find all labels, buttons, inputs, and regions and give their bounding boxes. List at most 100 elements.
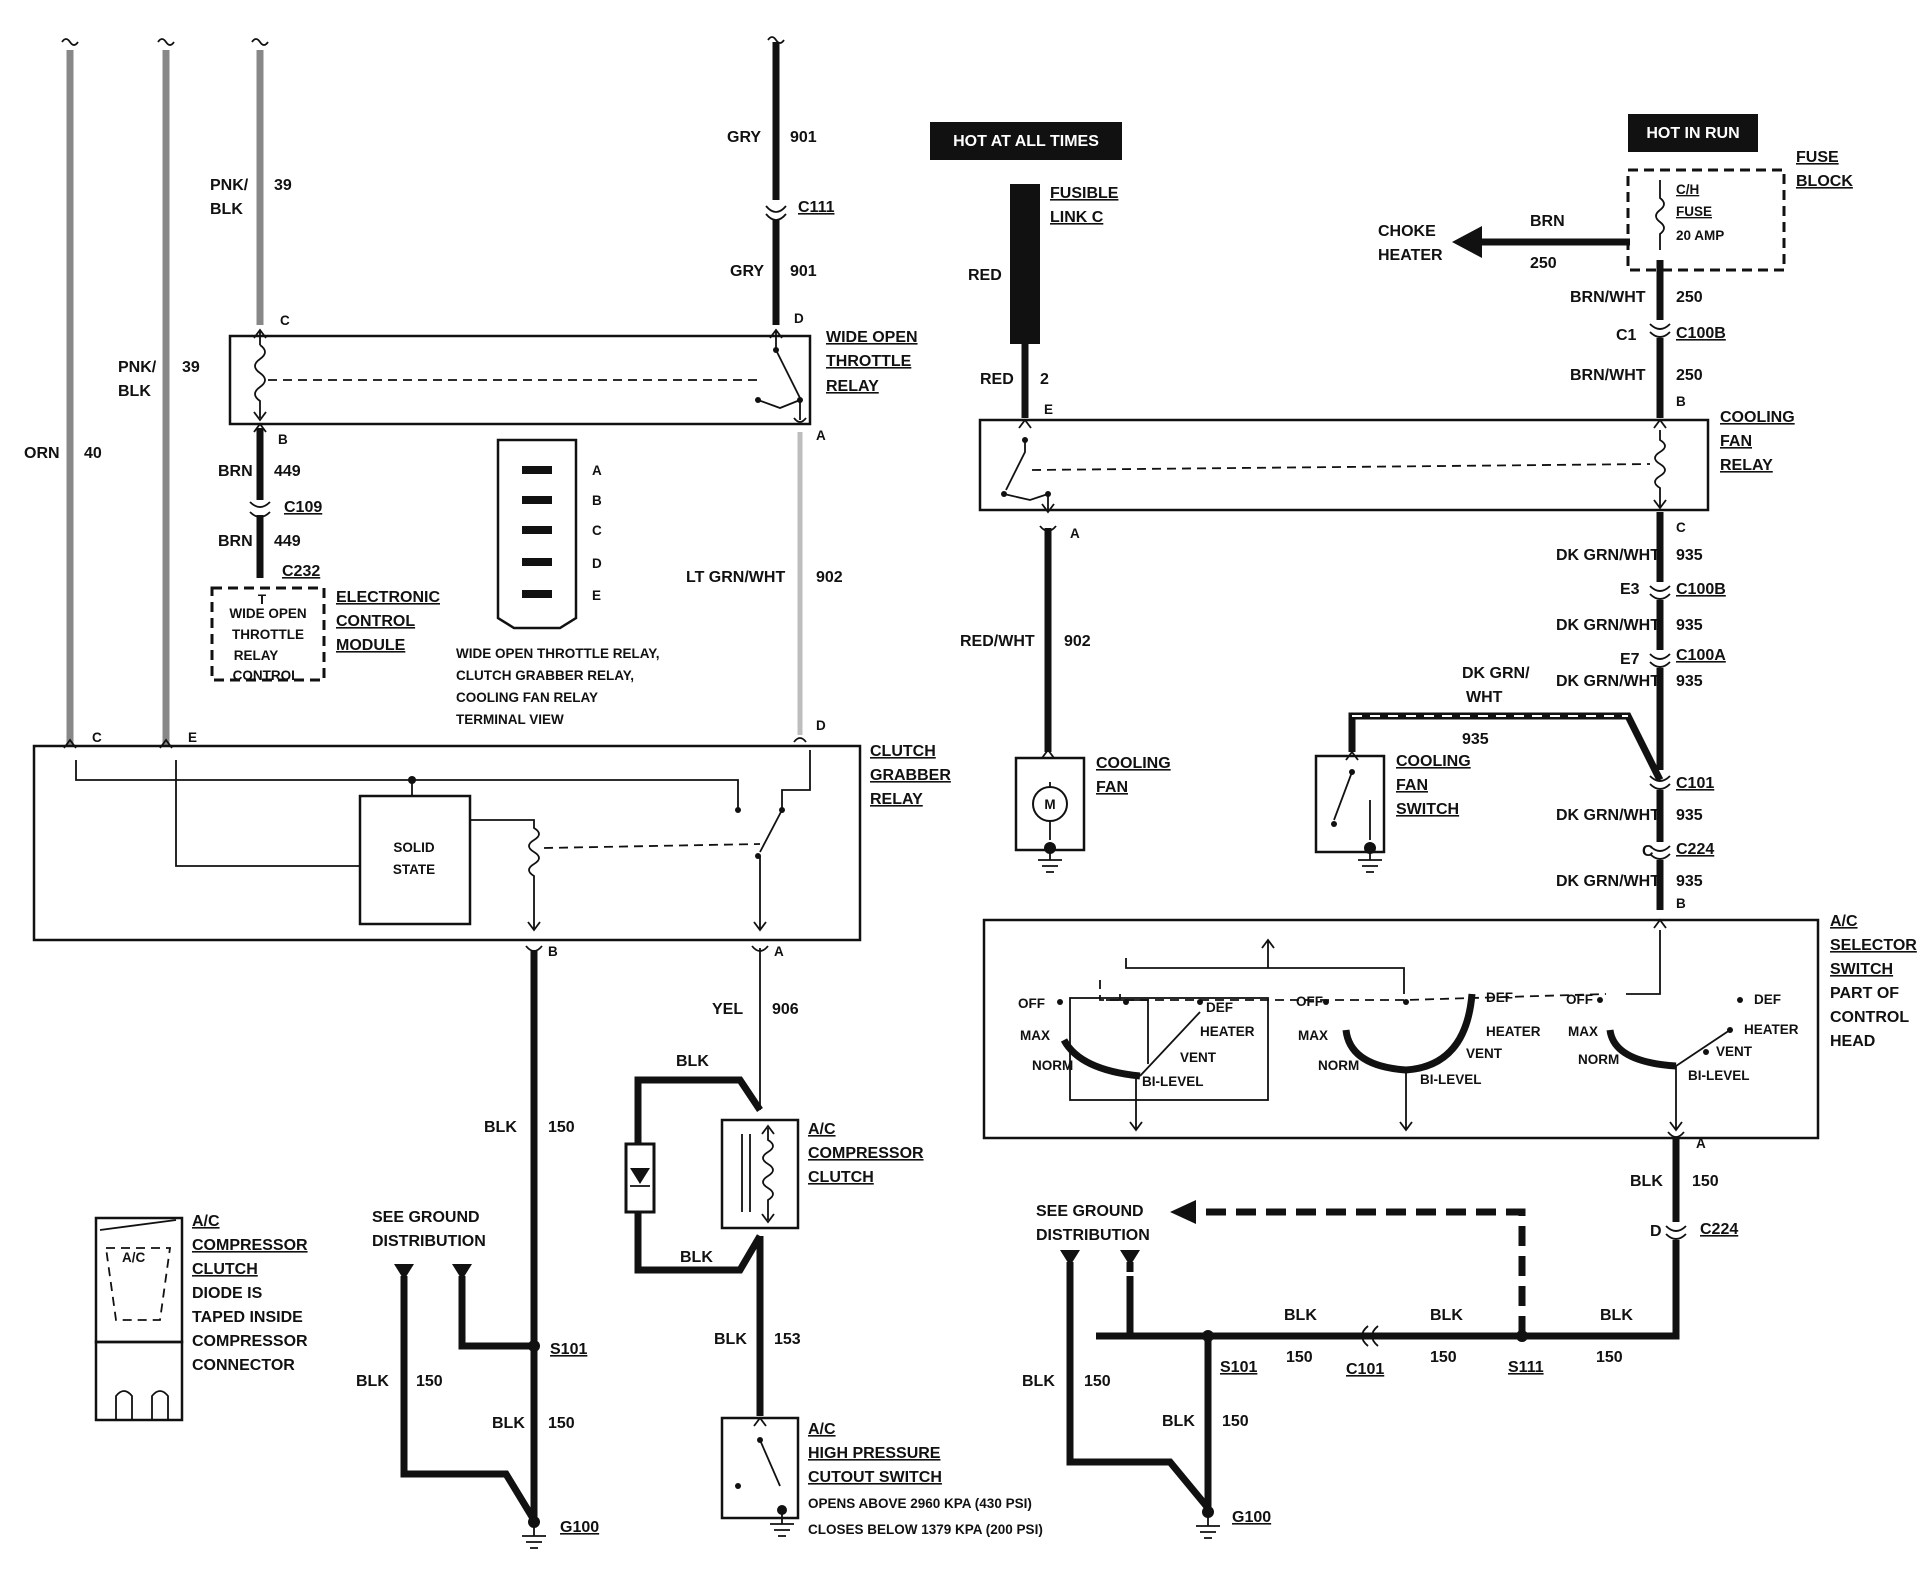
svg-text:BLK: BLK — [492, 1415, 525, 1432]
svg-text:20 AMP: 20 AMP — [1676, 228, 1724, 243]
svg-text:DK GRN/WHT: DK GRN/WHT — [1556, 673, 1660, 690]
svg-text:901: 901 — [790, 263, 817, 280]
svg-text:T: T — [258, 592, 267, 607]
svg-text:OFF: OFF — [1018, 996, 1045, 1011]
svg-text:COMPRESSOR: COMPRESSOR — [192, 1333, 308, 1350]
svg-text:PNK/: PNK/ — [210, 177, 249, 194]
svg-text:C101: C101 — [1346, 1361, 1384, 1378]
svg-text:DEF: DEF — [1486, 990, 1513, 1005]
svg-text:BLK: BLK — [714, 1331, 747, 1348]
svg-text:LINK C: LINK C — [1050, 209, 1104, 226]
svg-text:C224: C224 — [1676, 841, 1714, 858]
svg-text:NORM: NORM — [1578, 1052, 1619, 1067]
svg-text:OPENS ABOVE 2960 KPA (430 PSI): OPENS ABOVE 2960 KPA (430 PSI) — [808, 1496, 1032, 1511]
svg-text:906: 906 — [772, 1001, 799, 1018]
red-wht-wire: A RED/WHT 902 — [960, 525, 1091, 752]
svg-text:FAN: FAN — [1396, 777, 1428, 794]
svg-text:SEE GROUND: SEE GROUND — [1036, 1203, 1144, 1220]
svg-text:BI-LEVEL: BI-LEVEL — [1142, 1074, 1204, 1089]
choke-heater-branch: CHOKE HEATER BRN 250 — [1378, 213, 1630, 272]
svg-text:PART OF: PART OF — [1830, 985, 1899, 1002]
svg-text:150: 150 — [548, 1415, 575, 1432]
solid-state-module — [358, 794, 472, 926]
svg-text:CLOSES BELOW 1379 KPA (200 PSI: CLOSES BELOW 1379 KPA (200 PSI) — [808, 1522, 1043, 1537]
svg-text:HEATER: HEATER — [1378, 247, 1443, 264]
svg-text:2: 2 — [1040, 371, 1049, 388]
svg-text:RELAY: RELAY — [1720, 457, 1773, 474]
svg-text:C: C — [592, 523, 602, 538]
svg-text:B: B — [1676, 394, 1686, 409]
wot-relay: WIDE OPEN THROTTLE RELAY A — [228, 328, 918, 443]
svg-text:BLK: BLK — [1430, 1307, 1463, 1324]
svg-text:39: 39 — [182, 359, 200, 376]
svg-text:BLK: BLK — [484, 1119, 517, 1136]
svg-text:250: 250 — [1676, 289, 1703, 306]
svg-text:DISTRIBUTION: DISTRIBUTION — [372, 1233, 486, 1250]
svg-text:40: 40 — [84, 445, 102, 462]
svg-text:C109: C109 — [284, 499, 322, 516]
svg-text:C101: C101 — [1676, 775, 1714, 792]
svg-text:SWITCH: SWITCH — [1396, 801, 1459, 818]
svg-text:FUSE: FUSE — [1796, 149, 1839, 166]
svg-text:COOLING: COOLING — [1096, 755, 1171, 772]
svg-text:ELECTRONIC: ELECTRONIC — [336, 589, 440, 606]
svg-text:449: 449 — [274, 533, 301, 550]
svg-text:C: C — [1676, 520, 1686, 535]
svg-text:WIDE OPEN: WIDE OPEN — [229, 606, 306, 621]
svg-text:COOLING: COOLING — [1720, 409, 1795, 426]
svg-text:SEE GROUND: SEE GROUND — [372, 1209, 480, 1226]
svg-text:A/C: A/C — [808, 1421, 836, 1438]
fusible-link: FUSIBLE LINK C RED RED 2 E — [968, 184, 1119, 418]
svg-text:DIODE IS: DIODE IS — [192, 1285, 263, 1302]
svg-text:935: 935 — [1676, 673, 1703, 690]
svg-text:150: 150 — [1692, 1173, 1719, 1190]
svg-text:SOLID: SOLID — [393, 840, 435, 855]
svg-text:ORN: ORN — [24, 445, 60, 462]
svg-text:CONNECTOR: CONNECTOR — [192, 1357, 295, 1374]
svg-text:RED/WHT: RED/WHT — [960, 633, 1035, 650]
svg-text:39: 39 — [274, 177, 292, 194]
yel-906-wire: A YEL 906 BLK BLK — [624, 944, 799, 1274]
svg-text:A: A — [774, 944, 784, 959]
svg-text:935: 935 — [1676, 807, 1703, 824]
svg-text:BLK: BLK — [356, 1373, 389, 1390]
svg-text:CONTROL: CONTROL — [1830, 1009, 1909, 1026]
svg-text:S101: S101 — [550, 1341, 587, 1358]
svg-text:FAN: FAN — [1096, 779, 1128, 796]
terminal-view: A B C D E WIDE OPEN THROTTLE RELAY, CLUT… — [456, 438, 660, 727]
lt-grn-wht-wire: LT GRN/WHT 902 D — [686, 432, 843, 735]
svg-text:150: 150 — [1222, 1413, 1249, 1430]
svg-text:CLUTCH: CLUTCH — [808, 1169, 874, 1186]
svg-text:FUSE: FUSE — [1676, 204, 1712, 219]
svg-text:C100B: C100B — [1676, 325, 1726, 342]
svg-text:HEAD: HEAD — [1830, 1033, 1875, 1050]
svg-text:TERMINAL VIEW: TERMINAL VIEW — [456, 712, 564, 727]
svg-text:DK GRN/WHT: DK GRN/WHT — [1556, 617, 1660, 634]
svg-text:A: A — [816, 428, 826, 443]
dk-grn-wht-wire: C DK GRN/WHT 935 E3 C100B DK GRN/WHT 935… — [1556, 512, 1726, 911]
svg-text:BLK: BLK — [1630, 1173, 1663, 1190]
svg-text:G100: G100 — [560, 1519, 599, 1536]
clutch-grabber-relay: C E SOLID STATE CLUTCH GRABBER RELAY — [32, 730, 951, 942]
svg-text:B: B — [1676, 896, 1686, 911]
ac-selector-switch: OFF DEF MAX HEATER NORM VENT BI-LEVEL OF… — [982, 913, 1917, 1140]
svg-text:C224: C224 — [1700, 1221, 1738, 1238]
cooling-fan-relay: COOLING FAN RELAY — [978, 409, 1795, 514]
svg-text:BLK: BLK — [210, 201, 243, 218]
svg-text:VENT: VENT — [1180, 1050, 1217, 1065]
svg-text:935: 935 — [1676, 873, 1703, 890]
svg-text:RELAY: RELAY — [870, 791, 923, 808]
svg-text:CLUTCH: CLUTCH — [870, 743, 936, 760]
svg-text:FUSIBLE: FUSIBLE — [1050, 185, 1119, 202]
svg-text:RED: RED — [980, 371, 1014, 388]
ac-compressor-clutch: A/C COMPRESSOR CLUTCH — [720, 1118, 924, 1230]
gry-wire: GRY 901 C111 GRY 901 D — [727, 36, 835, 326]
svg-text:935: 935 — [1676, 617, 1703, 634]
orn-wire: ORN 40 — [24, 38, 102, 745]
diode-symbol: A/C — [122, 1250, 146, 1265]
svg-text:OFF: OFF — [1566, 992, 1593, 1007]
svg-text:250: 250 — [1676, 367, 1703, 384]
svg-text:E: E — [592, 588, 601, 603]
svg-text:A: A — [1070, 526, 1080, 541]
svg-text:BLK: BLK — [1600, 1307, 1633, 1324]
